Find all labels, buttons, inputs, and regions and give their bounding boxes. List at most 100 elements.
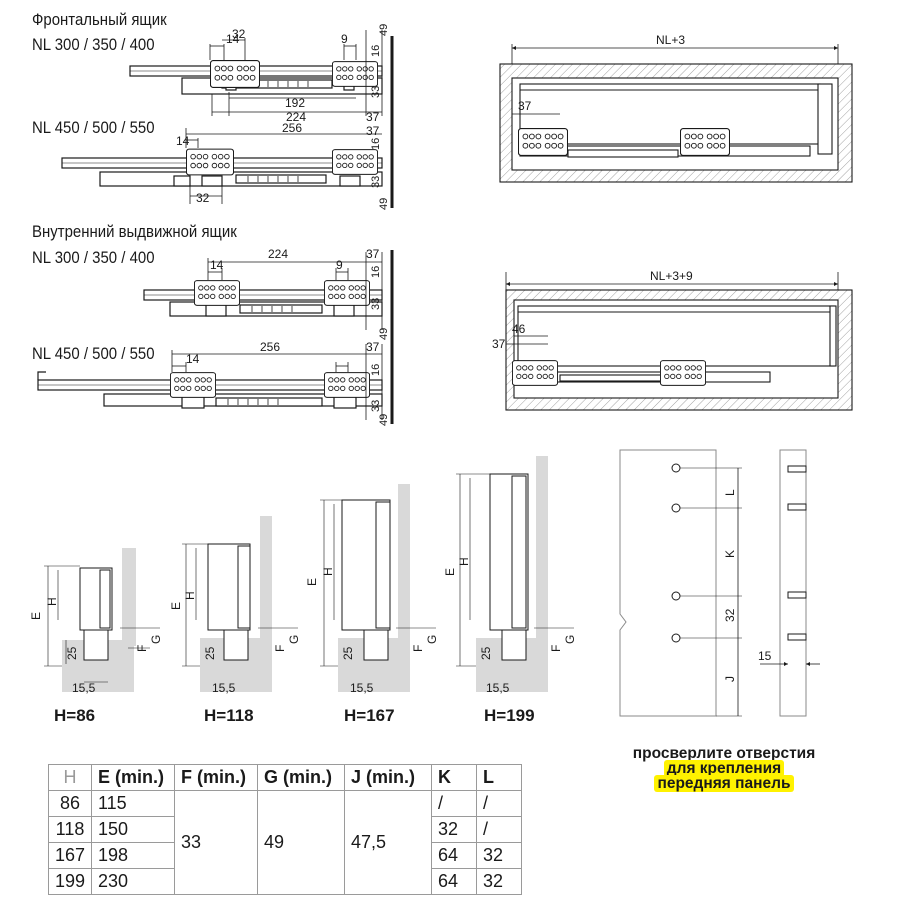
table-row: 118 150 32 / — [48, 816, 522, 843]
dim-H-1: H — [45, 597, 59, 606]
dim-14-c: 14 — [210, 258, 224, 272]
cell-e: 230 — [91, 868, 175, 895]
section-h118 — [182, 516, 298, 692]
dim-49-a: 49 — [378, 24, 390, 36]
inner-small-dims — [207, 252, 383, 330]
cell-h: 167 — [48, 842, 92, 869]
dim-K: K — [723, 550, 737, 558]
dim-16-c: 16 — [370, 266, 382, 278]
cabinet-nl39 — [505, 272, 853, 411]
dim-33-a: 33 — [370, 86, 382, 98]
dim-33-d: 33 — [370, 400, 382, 412]
cabinet-nl3-bracket-left — [518, 127, 568, 157]
dim-H-2: H — [183, 591, 197, 600]
spec-table: H E (min.) F (min.) G (min.) J (min.) K … — [48, 764, 522, 895]
front-small-bracket-right — [332, 61, 378, 87]
dim-15-5-2: 15,5 — [212, 681, 236, 695]
dim-25-1: 25 — [65, 646, 79, 660]
dim-E-3: E — [305, 578, 319, 586]
dim-E-4: E — [443, 568, 457, 576]
dim-32-c: 32 — [723, 608, 737, 622]
cell-h: 118 — [48, 816, 92, 843]
cell-k: / — [431, 790, 477, 817]
dim-F-1: F — [135, 645, 149, 652]
inner-large-bracket-left — [170, 372, 216, 398]
drill-note: просверлите отверстия для крепления пере… — [608, 745, 840, 792]
cabinet-nl3-bracket-right — [680, 127, 730, 157]
dim-16-b: 16 — [370, 138, 382, 150]
front-large-dims — [185, 128, 382, 204]
front-large-bracket-left — [186, 148, 234, 176]
cabinet-nl3 — [499, 44, 853, 183]
cell-h: 199 — [48, 868, 92, 895]
dim-49-c: 49 — [378, 328, 390, 340]
col-header-j: J (min.) — [344, 764, 432, 791]
col-header-e: E (min.) — [91, 764, 175, 791]
dim-37-e: 37 — [366, 340, 380, 354]
dim-E-2: E — [169, 602, 183, 610]
cell-e: 150 — [91, 816, 175, 843]
dim-J: J — [723, 676, 737, 682]
inner-large-range: NL 450 / 500 / 550 — [32, 344, 155, 363]
dim-15-5-3: 15,5 — [350, 681, 374, 695]
front-small-bracket-left — [210, 60, 260, 88]
cell-e: 115 — [91, 790, 175, 817]
cell-h: 86 — [48, 790, 92, 817]
cell-e: 198 — [91, 842, 175, 869]
dim-25-4: 25 — [479, 646, 493, 660]
front-small-range: NL 300 / 350 / 400 — [32, 35, 155, 54]
dim-16-a: 16 — [370, 45, 382, 57]
drill-note-line2: для крепления — [663, 760, 785, 777]
dim-F-4: F — [549, 645, 563, 652]
table-row: 167 198 64 32 — [48, 842, 522, 869]
table-row: 199 230 64 32 — [48, 868, 522, 895]
drill-note-line3: передняя панель — [654, 775, 794, 792]
dim-37-c: 37 — [518, 99, 532, 113]
cell-j-merged: 47,5 — [344, 790, 432, 895]
dim-F-3: F — [411, 645, 425, 652]
dim-37-a: 37 — [366, 110, 380, 124]
front-large-range: NL 450 / 500 / 550 — [32, 118, 155, 137]
dim-F-2: F — [273, 645, 287, 652]
dim-15-5-1: 15,5 — [72, 681, 96, 695]
dim-nl39: NL+3+9 — [650, 269, 693, 283]
dim-46: 46 — [512, 322, 526, 336]
table-row: 86 115 33 49 47,5 / / — [48, 790, 522, 895]
height-label-199: H=199 — [484, 706, 535, 725]
front-large-bracket-right — [332, 149, 378, 175]
dim-14-b: 14 — [176, 134, 190, 148]
cabinet-nl39-bracket-left — [512, 359, 558, 387]
dim-25-2: 25 — [203, 646, 217, 660]
dim-14-d: 14 — [186, 352, 200, 366]
dim-H-3: H — [321, 567, 335, 576]
cell-l: 32 — [476, 842, 522, 869]
dim-14-a: 14 — [226, 32, 240, 46]
dim-nl3: NL+3 — [656, 33, 685, 47]
cell-l: / — [476, 816, 522, 843]
col-header-g: G (min.) — [257, 764, 345, 791]
cell-l: / — [476, 790, 522, 817]
cell-f-merged: 33 — [174, 790, 258, 895]
col-header-f: F (min.) — [174, 764, 258, 791]
section-h86 — [44, 548, 160, 692]
cell-k: 64 — [431, 842, 477, 869]
dim-G-2: G — [287, 635, 301, 644]
col-header-h: H — [48, 764, 92, 791]
section-h199 — [456, 456, 574, 692]
dim-256-b: 256 — [260, 340, 280, 354]
dim-G-1: G — [149, 635, 163, 644]
col-header-k: K — [431, 764, 477, 791]
dim-32-a: 32 — [232, 27, 246, 41]
drill-note-line1: просверлите отверстия — [632, 745, 816, 762]
inner-large-dims — [171, 344, 383, 420]
inner-drawer-title: Внутренний выдвижной ящик — [32, 222, 237, 241]
dim-49-d: 49 — [378, 414, 390, 426]
dim-G-3: G — [425, 635, 439, 644]
cell-k: 32 — [431, 816, 477, 843]
dim-25-3: 25 — [341, 646, 355, 660]
dim-37-f: 37 — [492, 337, 506, 351]
dim-E-1: E — [29, 612, 43, 620]
cell-k: 64 — [431, 868, 477, 895]
dim-L: L — [723, 489, 737, 496]
